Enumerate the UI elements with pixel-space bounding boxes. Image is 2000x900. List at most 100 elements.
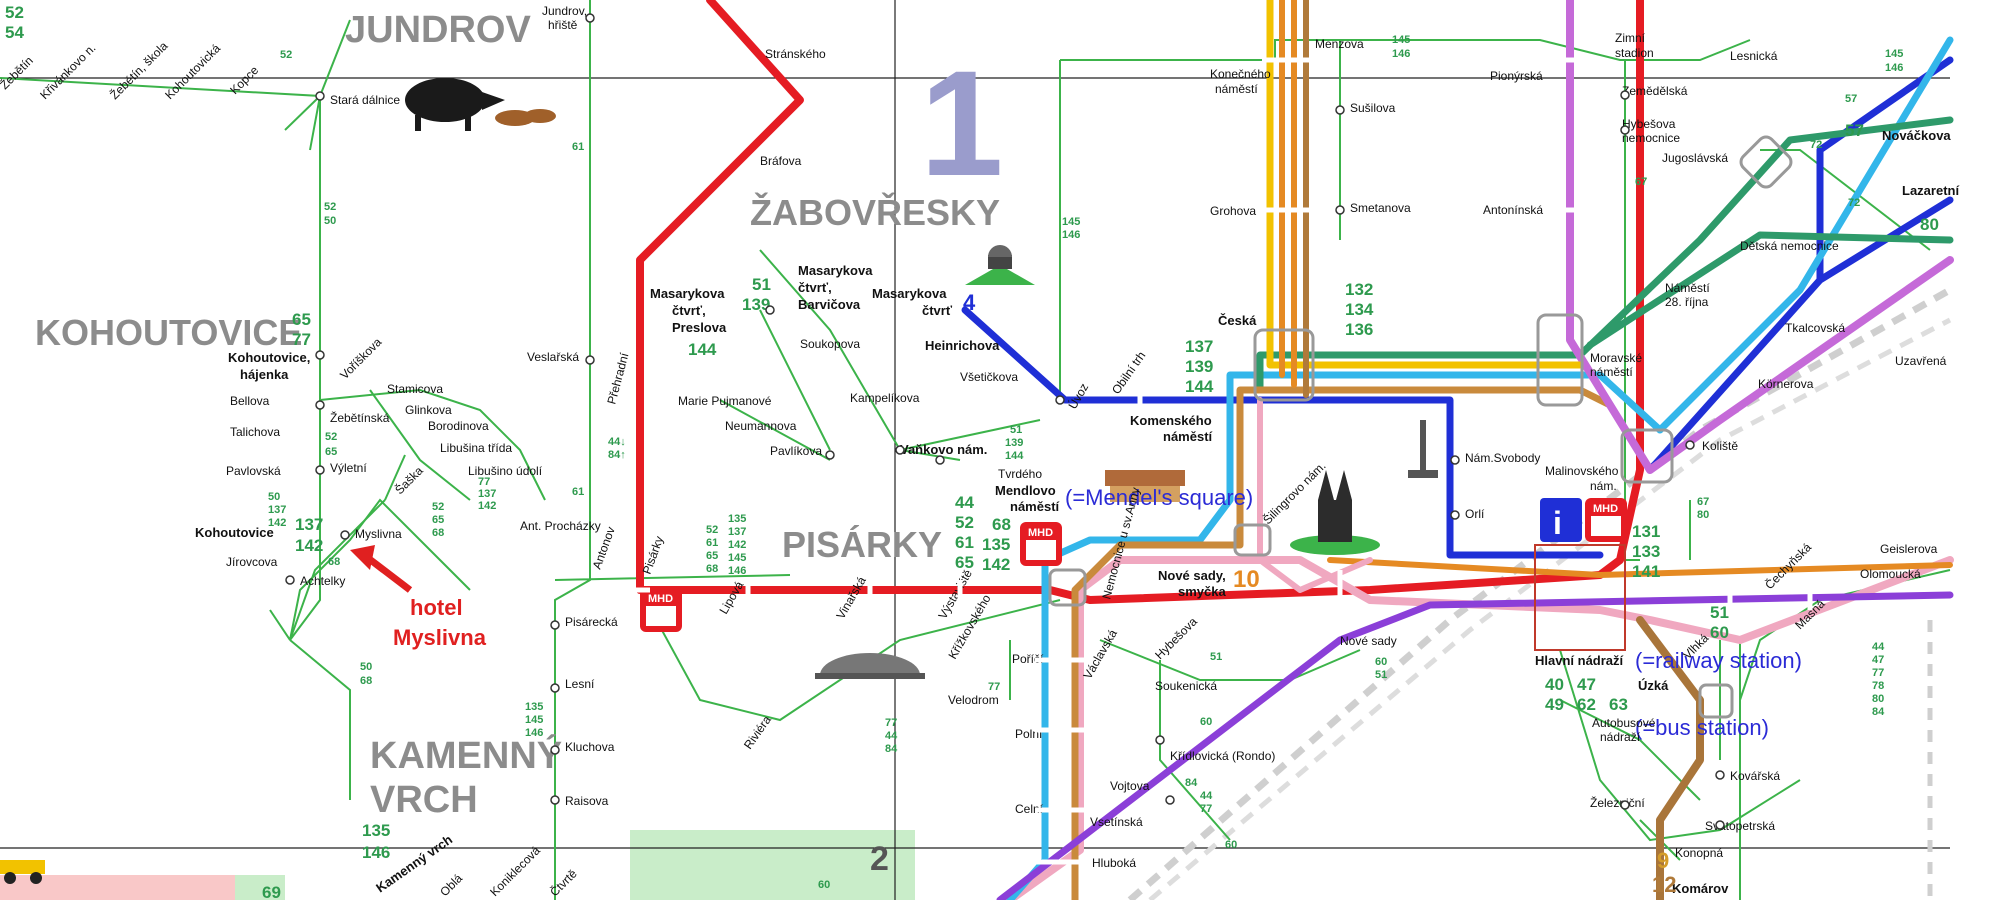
stop-label: Výletní xyxy=(330,461,367,475)
stop-label: Oblá xyxy=(437,871,465,899)
stop-label: Zimní xyxy=(1615,31,1646,45)
stop-label: Komenského xyxy=(1130,413,1212,428)
exhibition-hall-icon xyxy=(815,653,925,679)
stop-label: Menzova xyxy=(1315,37,1364,51)
route-number: 145 xyxy=(1062,216,1080,228)
stop-label: nemocnice xyxy=(1622,131,1680,145)
bus-line-nove-sady xyxy=(1099,639,1361,681)
route-number: 40 xyxy=(1545,675,1564,694)
stop-label: Lipová xyxy=(716,579,746,617)
stop-label: Tkalcovská xyxy=(1785,321,1845,335)
route-number: 137 xyxy=(728,526,746,538)
stop-label: Soukenická xyxy=(1155,679,1217,693)
stop-label: Barvičova xyxy=(798,297,861,312)
info-label: i xyxy=(1553,505,1562,541)
route-number: 52 xyxy=(432,501,444,513)
route-number: 49 xyxy=(1545,695,1564,714)
route-number-tram-9: 9 xyxy=(1657,848,1669,873)
stop-label: Žebětín, škola xyxy=(107,38,171,102)
stop-label: stadion xyxy=(1615,46,1654,60)
interchange-uzka xyxy=(1698,683,1734,719)
route-number: 137 xyxy=(478,488,496,500)
mhd-icon-mendlovo: MHD xyxy=(1020,522,1062,566)
stop-label: náměstí xyxy=(1215,82,1258,96)
stop-label: Hlavní nádraží xyxy=(1535,653,1624,668)
route-number: 51 xyxy=(1710,603,1729,622)
stop-label: Myslivna xyxy=(355,527,402,541)
route-number: 77 xyxy=(292,330,311,349)
route-number: 135 xyxy=(982,535,1010,554)
bus-line-zvonarka xyxy=(1719,640,1741,900)
annotation-bus: (=bus station) xyxy=(1635,715,1769,740)
route-number: 44 xyxy=(955,493,974,512)
route-number: 44↓ xyxy=(608,436,626,448)
stop-label: Dětská nemocnice xyxy=(1740,239,1839,253)
route-number: 51 xyxy=(1210,651,1222,663)
route-number: 80 xyxy=(1872,693,1884,705)
route-number: 77 xyxy=(885,717,897,729)
route-number: 77 xyxy=(1200,803,1212,815)
route-number: 61 xyxy=(572,141,584,153)
route-number: 77 xyxy=(478,476,490,488)
route-number: 139 xyxy=(742,295,770,314)
route-number: 146 xyxy=(1392,48,1410,60)
info-icon: i xyxy=(1540,498,1582,542)
stop-label: smyčka xyxy=(1178,584,1226,599)
route-number: 77 xyxy=(1872,667,1884,679)
stop-label: Nové sady, xyxy=(1158,568,1226,583)
route-number: 44 xyxy=(885,730,898,742)
stop-label: náměstí xyxy=(1590,365,1633,379)
route-number: 77 xyxy=(988,681,1000,693)
route-number: 50 xyxy=(360,661,372,673)
bus-line-pisarky-west xyxy=(554,0,791,900)
tram-line-6 xyxy=(1071,386,1614,900)
route-number: 47 xyxy=(1577,675,1596,694)
bus-line-autobusove xyxy=(1559,649,1801,842)
stop-label: Pavlíkova xyxy=(770,444,822,458)
route-number: 145 xyxy=(1392,34,1410,46)
route-number: 62 xyxy=(1577,695,1596,714)
route-number: 50 xyxy=(268,491,280,503)
route-number: 60 xyxy=(1200,716,1212,728)
route-number: 133 xyxy=(1632,542,1660,561)
stop-label: čtvrť, xyxy=(798,280,832,295)
route-number: 50 xyxy=(324,215,336,227)
stop-label: Vsetínská xyxy=(1090,815,1143,829)
route-number: 136 xyxy=(1345,320,1373,339)
route-number: 84↑ xyxy=(608,449,626,461)
stop-label: Stamicova xyxy=(387,382,443,396)
stop-label: Koliště xyxy=(1702,439,1738,453)
route-number: 72 xyxy=(1848,197,1860,209)
bus-line-riviera xyxy=(639,589,1061,722)
route-number: 146 xyxy=(1885,62,1903,74)
district-zabovresky: ŽABOVŘESKY xyxy=(750,191,1000,233)
stop-label: Přehradní xyxy=(604,351,631,406)
stop-label: Bráfova xyxy=(760,154,802,168)
stop-label: Železniční xyxy=(1590,795,1645,810)
bus-line-kridlovicka xyxy=(1159,660,1231,841)
route-number: 145 xyxy=(1885,48,1903,60)
stop-label: náměstí xyxy=(1010,499,1060,514)
route-number: 137 xyxy=(268,504,286,516)
stop-label: nám. xyxy=(1590,479,1617,493)
route-number: 131 xyxy=(1632,522,1660,541)
stop-label: Soukopova xyxy=(800,337,860,351)
route-number: 146 xyxy=(525,727,543,739)
route-number: 57 xyxy=(1845,121,1864,140)
tram-line-2 xyxy=(1006,556,1954,900)
stop-label: čtvrť xyxy=(922,303,953,318)
tram-line-1 xyxy=(636,0,1644,604)
stop-label: náměstí xyxy=(1163,429,1213,444)
route-number: 142 xyxy=(982,555,1010,574)
route-number: 68 xyxy=(706,563,718,575)
stop-label: Hybešova xyxy=(1152,614,1200,662)
route-number: 144 xyxy=(688,340,717,359)
tram-line-8 xyxy=(996,591,1954,900)
stop-label: Stránského xyxy=(765,47,826,61)
stop-label: Nám.Svobody xyxy=(1465,451,1540,465)
stop-label: Moravské xyxy=(1590,351,1642,365)
route-numbers: 52 54 52 52 50 61 61 145 146 145 146 145… xyxy=(5,3,1939,900)
villa-icon xyxy=(1105,470,1185,502)
stop-label: Riviéra xyxy=(741,713,774,752)
stop-label: Masarykova xyxy=(872,286,947,301)
